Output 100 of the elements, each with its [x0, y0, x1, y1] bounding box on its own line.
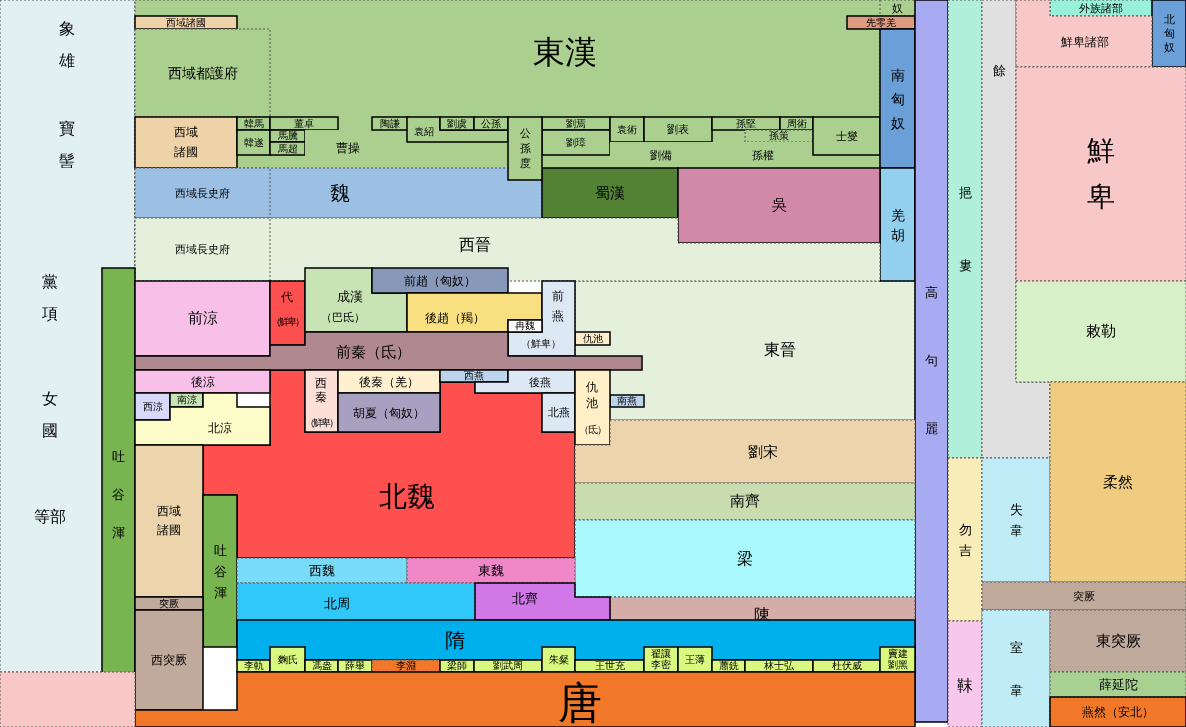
region-name: 竇建 [887, 649, 908, 659]
region-name: 韓馬 [243, 118, 264, 129]
region-name: 王薄 [685, 654, 705, 665]
region-name: 東突厥 [1095, 633, 1141, 649]
region-name: 吐谷渾 [112, 448, 125, 542]
region-name: 南匈奴 [890, 65, 905, 133]
region-name: 成漢 [337, 289, 363, 303]
region-name: 奴 [892, 2, 903, 14]
region-name: 室韋 [1009, 638, 1023, 700]
region-name: 後燕 [529, 376, 551, 388]
region-name: 蕭銑 [718, 661, 739, 671]
region-name: 後趙（羯） [425, 312, 485, 324]
region-name: 東漢 [533, 36, 597, 68]
region-name: 突厥 [159, 598, 179, 609]
region-name: 柔然 [1103, 474, 1133, 490]
region-name: 靺 [957, 677, 973, 695]
region-name: 魏 [330, 183, 350, 203]
region-name: 朱粲 [548, 654, 569, 665]
region-name: 前秦（氐） [335, 344, 411, 360]
region-name: 馮盎 [311, 661, 332, 671]
region-name: 象雄 [59, 18, 75, 72]
region-name: 餘 [992, 63, 1006, 77]
region-name: 袁紹 [414, 127, 434, 137]
region-name: 突厥 [1073, 590, 1095, 602]
region-name: 仇池 [582, 333, 603, 344]
region-name: 西魏 [309, 564, 335, 577]
region-name: 燕然（安北） [1082, 706, 1154, 718]
region-name: 北齊 [512, 591, 538, 605]
region-name: 董卓 [294, 118, 314, 129]
region-name: 東魏 [478, 564, 504, 577]
region-name: 西域諸國 [166, 17, 206, 28]
region-name: 周術 [786, 118, 807, 129]
region-name: 李淵 [396, 661, 416, 671]
region-name: 西涼 [142, 401, 163, 412]
region-name: 李軌 [243, 661, 264, 671]
region-name: 劉黑 [887, 660, 908, 670]
region-name: 後秦（羌） [359, 375, 419, 388]
region-name: 前涼 [187, 311, 218, 326]
region-name: （氐） [578, 425, 606, 435]
region-name: 鮮卑諸部 [1061, 36, 1109, 48]
region-name: 薛延陀 [1098, 678, 1138, 691]
region-name: 先零羌 [866, 17, 896, 28]
region-name: 劉璋 [566, 137, 586, 148]
region-name: 北燕 [547, 407, 570, 418]
region-name: （巴氐） [321, 311, 365, 323]
region-name: 韓遂 [243, 137, 264, 148]
region-name: 西域長史府 [175, 187, 230, 199]
region-name: 劉虞 [447, 118, 467, 129]
region-name: 失韋 [1009, 501, 1023, 540]
region-name: 馬騰 [277, 131, 298, 141]
region-name: 寶髻 [59, 118, 75, 172]
region-name: 林士弘 [764, 661, 794, 671]
region-name: 梁師 [447, 661, 467, 671]
region-name: 黨項 [42, 271, 58, 325]
region-name: 西秦 [315, 376, 327, 404]
region-name: 薛舉 [345, 661, 365, 671]
region-name: 劉宋 [748, 444, 778, 460]
region-name: 等部 [34, 509, 66, 525]
region-name: 外族諸部 [1079, 2, 1123, 14]
region-name: 前趙（匈奴） [404, 274, 476, 287]
region-name: 翟讓 [651, 649, 671, 659]
region-name: 隋 [445, 630, 465, 650]
region-name: 吳 [771, 198, 787, 213]
region-name: 南齊 [730, 494, 760, 509]
region-name: 曹操 [336, 142, 360, 154]
region-name: 西域長史府 [175, 244, 230, 255]
region-name: 西突厥 [151, 654, 187, 666]
region-name: 孫權 [751, 149, 774, 161]
region-name: 梁 [737, 550, 753, 567]
region-name: 挹婁 [958, 184, 972, 275]
region-name: 西域都護府 [167, 66, 238, 80]
region-name: 袁術 [617, 124, 637, 135]
region-name: 北周 [324, 596, 350, 610]
region-name: 南涼 [176, 395, 197, 405]
region-name: 劉表 [667, 124, 689, 135]
region-name: 西域諸國 [156, 502, 182, 539]
region-name: 北匈奴 [1163, 12, 1175, 55]
region-name: 西晉 [459, 237, 491, 253]
region-name: 代 [281, 291, 293, 303]
region-name: 東晉 [764, 342, 796, 358]
region-name: 蜀漢 [595, 185, 625, 201]
region-name: 麴氏 [277, 654, 298, 665]
region-name: 士燮 [835, 130, 858, 142]
region-name: 鮮卑 [1087, 133, 1115, 215]
region-name: （鮮卑） [521, 339, 561, 349]
region-name: 北涼 [208, 422, 232, 434]
region-name: 高句麗 [925, 284, 938, 438]
region-name: 杜伏威 [831, 661, 862, 671]
region-name: 陶謙 [380, 118, 400, 129]
region-name: 李密 [651, 660, 671, 670]
region-name: 仇池 [586, 379, 598, 411]
region-name: 公孫度 [519, 126, 531, 171]
region-name: 劉武周 [493, 661, 523, 671]
region-name: 後涼 [190, 375, 215, 388]
region-name: 唐 [558, 681, 602, 725]
region-name: 南燕 [617, 396, 637, 406]
region-name: 西域諸國 [173, 124, 199, 161]
region-name: 胡夏（匈奴） [353, 406, 425, 419]
region-name: 公孫 [481, 118, 501, 129]
region-name: 勿吉 [958, 520, 972, 560]
